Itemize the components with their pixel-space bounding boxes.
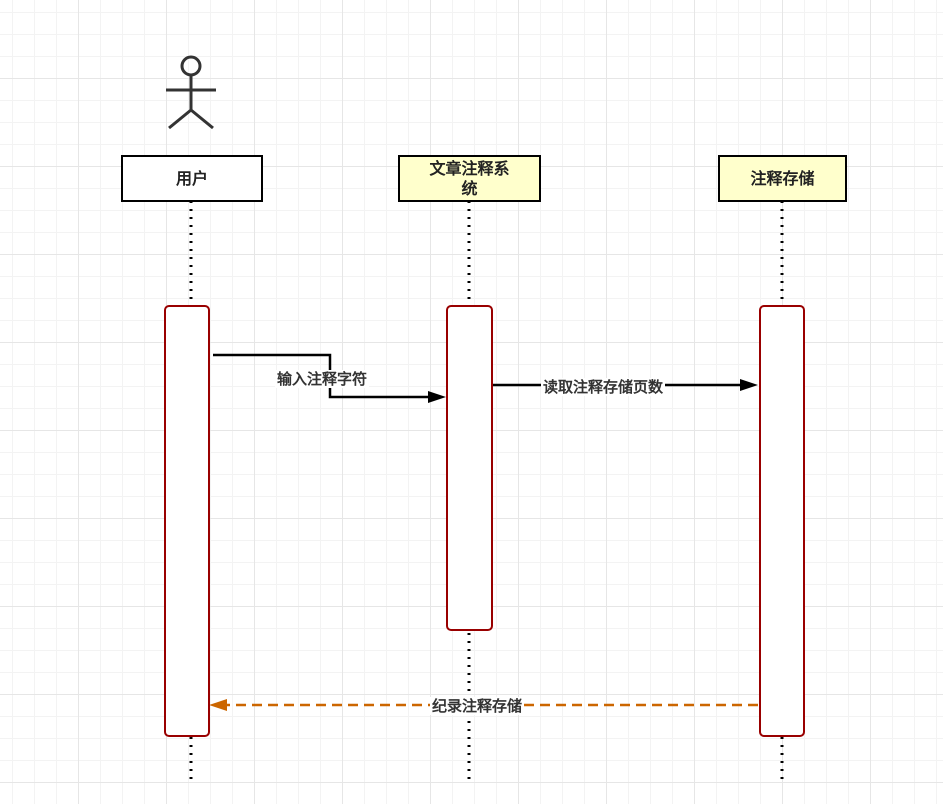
- arrowhead-input: [428, 391, 446, 403]
- activation-user: [164, 305, 210, 737]
- actor-left-leg: [168, 108, 192, 130]
- activation-storage: [759, 305, 805, 737]
- message-label-read: 读取注释存储页数: [541, 378, 666, 396]
- message-label-input: 输入注释字符: [275, 370, 370, 388]
- activation-system: [446, 305, 493, 631]
- actor-head: [180, 55, 202, 77]
- participant-storage-label: 注释存储: [750, 168, 815, 188]
- participant-storage[interactable]: 注释存储: [718, 155, 847, 202]
- actor-stick-figure-icon: [166, 55, 216, 130]
- arrowhead-record: [209, 699, 227, 711]
- participant-system-label: 文章注释系 统: [429, 159, 510, 198]
- participant-system[interactable]: 文章注释系 统: [398, 155, 541, 202]
- participant-user-label: 用户: [175, 168, 208, 188]
- participant-user[interactable]: 用户: [121, 155, 263, 202]
- actor-right-leg: [190, 108, 214, 130]
- message-label-record: 纪录注释存储: [430, 697, 525, 715]
- arrowhead-read: [740, 379, 758, 391]
